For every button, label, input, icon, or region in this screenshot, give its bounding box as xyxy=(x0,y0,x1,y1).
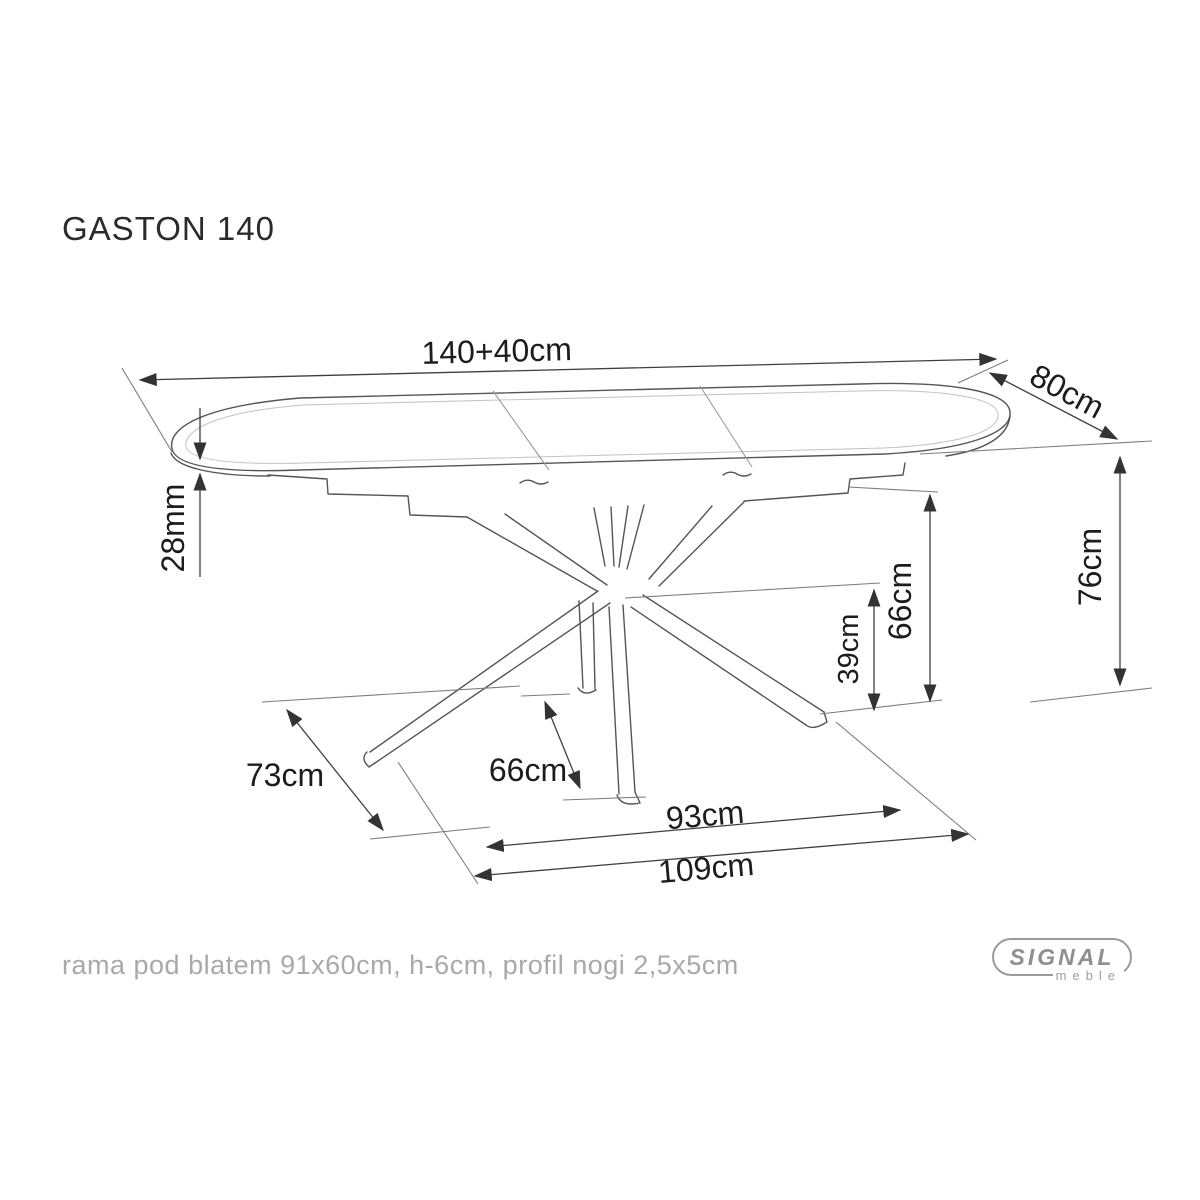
extension-leaf-seam-right xyxy=(699,385,753,468)
dimension-lines xyxy=(138,352,1127,882)
underframe-outline xyxy=(267,462,906,518)
leaf-lock-icon xyxy=(722,471,752,477)
tabletop-outline xyxy=(170,382,1011,485)
leaf-lock-icon xyxy=(519,479,549,485)
page-title: GASTON 140 xyxy=(62,210,275,247)
dimension-labels: 140+40cm 80cm 28mm 76cm 66cm 39cm 73cm 6… xyxy=(155,331,1110,890)
dim-base-depth-label: 73cm xyxy=(246,757,324,793)
dim-base-span-label: 109cm xyxy=(657,846,756,890)
logo-sub-text: meble xyxy=(1052,968,1124,983)
extension-leaf-seam-left xyxy=(492,390,550,471)
dim-top-thickness-label: 28mm xyxy=(155,484,191,573)
dim-depth-label: 80cm xyxy=(1024,357,1110,426)
signal-meble-logo: SIGNAL meble xyxy=(992,938,1132,983)
spider-leg-base xyxy=(363,501,828,805)
dim-height-label: 76cm xyxy=(1072,528,1108,606)
frame-specs-note: rama pod blatem 91x60cm, h-6cm, profil n… xyxy=(62,950,739,980)
dim-base-width-label: 93cm xyxy=(664,794,745,837)
logo-brand-text: SIGNAL xyxy=(1009,943,1115,970)
dim-clearance-height-label: 39cm xyxy=(833,614,865,685)
dim-frame-height-label: 66cm xyxy=(882,562,918,640)
extension-lines xyxy=(121,359,1153,885)
dim-length-label: 140+40cm xyxy=(421,331,572,371)
dim-strut-length-label: 66cm xyxy=(489,752,567,788)
